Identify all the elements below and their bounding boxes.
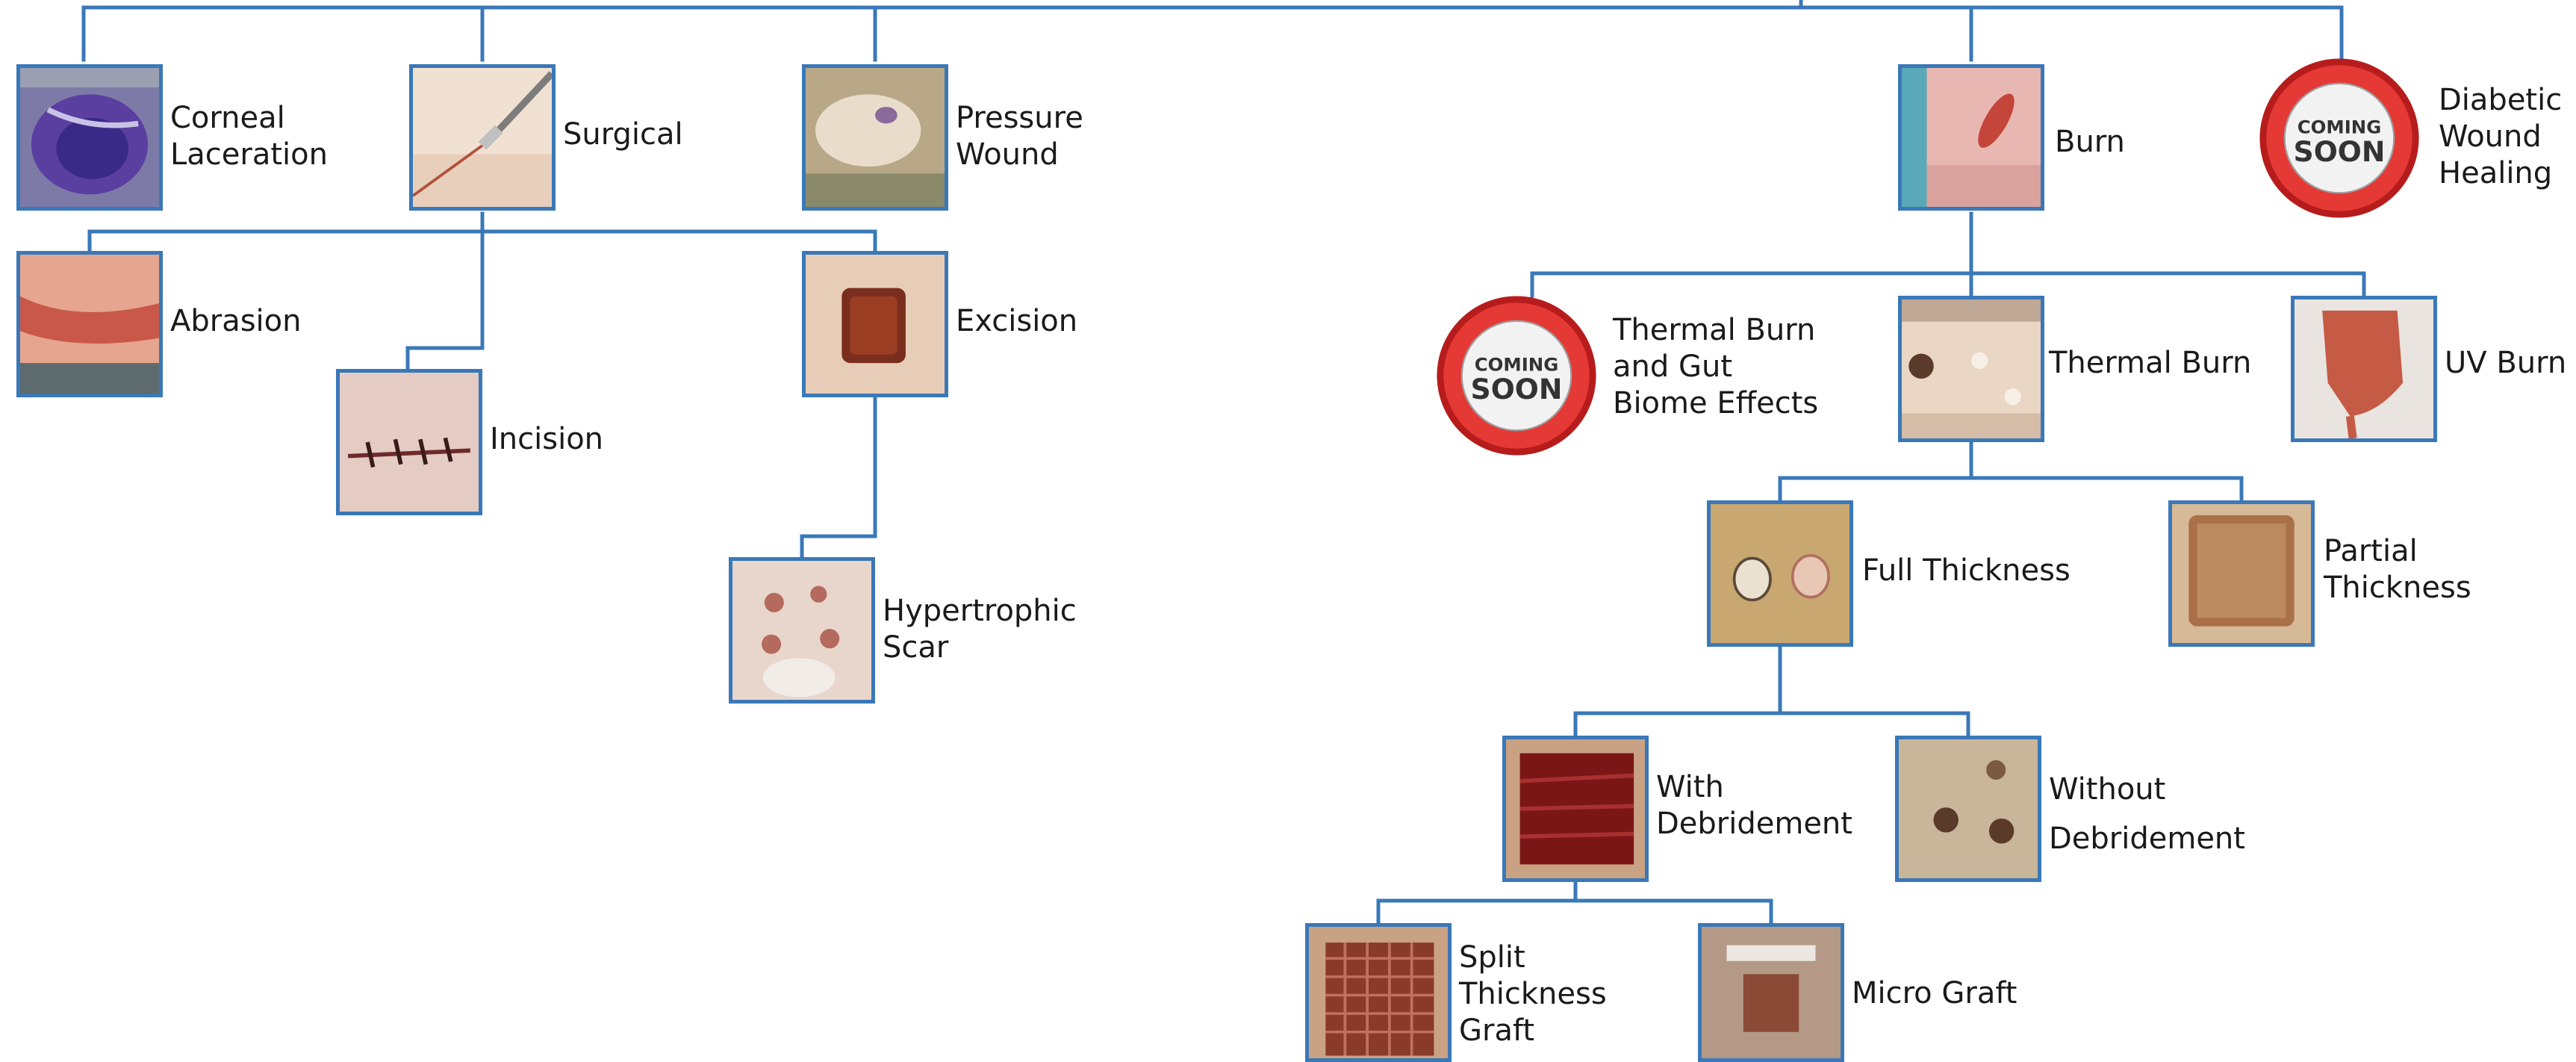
thermal-gut-badge-soon: SOON xyxy=(1471,373,1563,406)
uv-burn-image xyxy=(2291,296,2437,442)
diabetic-line3: Healing xyxy=(2439,155,2562,192)
full-line1: Full Thickness xyxy=(1862,553,2071,589)
burn-label: Burn xyxy=(2055,124,2125,161)
incision-line1: Incision xyxy=(490,421,603,458)
abrasion-image xyxy=(16,251,163,397)
thermal-line1: Thermal Burn xyxy=(2049,345,2251,382)
excision-line1: Excision xyxy=(956,303,1077,340)
thermal-burn-label: Thermal Burn xyxy=(2049,345,2251,382)
burn-line1: Burn xyxy=(2055,124,2125,161)
burn-image xyxy=(1898,64,2044,211)
split-thickness-graft-image xyxy=(1305,923,1452,1062)
thermal-gut-label: Thermal Burn and Gut Biome Effects xyxy=(1613,312,1818,422)
with-debridement-label: With Debridement xyxy=(1656,769,1852,842)
full-thickness-label: Full Thickness xyxy=(1862,553,2071,589)
uv-burn-label: UV Burn xyxy=(2445,345,2566,382)
hypertrophic-line2: Scar xyxy=(883,630,1077,666)
corneal-line1: Corneal xyxy=(170,100,328,137)
full-thickness-image xyxy=(1707,500,1853,647)
thermal-gut-line2: and Gut xyxy=(1613,349,1818,385)
split-line2: Thickness xyxy=(1459,976,1607,1013)
split-line3: Graft xyxy=(1459,1013,1607,1049)
diabetic-line2: Wound xyxy=(2439,119,2562,155)
hypertrophic-line1: Hypertrophic xyxy=(883,593,1077,630)
thermal-burn-image xyxy=(1898,296,2044,442)
surgical-line1: Surgical xyxy=(563,117,683,153)
without-deb-line1: Without xyxy=(2049,765,2245,814)
diabetic-badge-soon: SOON xyxy=(2294,135,2386,168)
thermal-gut-badge-coming: COMING xyxy=(1475,353,1559,375)
partial-thickness-image xyxy=(2168,500,2315,647)
corneal-line2: Laceration xyxy=(170,137,328,173)
thermal-gut-coming-soon-badge: COMING SOON xyxy=(1434,293,1599,459)
excision-label: Excision xyxy=(956,303,1077,340)
split-line1: Split xyxy=(1459,940,1607,976)
diabetic-label: Diabetic Wound Healing xyxy=(2439,82,2562,192)
micro-graft-label: Micro Graft xyxy=(1852,975,2017,1012)
surgical-image xyxy=(409,64,556,211)
partial-line2: Thickness xyxy=(2324,570,2471,606)
micro-line1: Micro Graft xyxy=(1852,975,2017,1012)
corneal-laceration-label: Corneal Laceration xyxy=(170,100,328,173)
thermal-gut-line3: Biome Effects xyxy=(1613,385,1818,422)
hypertrophic-scar-image xyxy=(729,557,875,704)
diabetic-line1: Diabetic xyxy=(2439,82,2562,119)
partial-line1: Partial xyxy=(2324,533,2471,570)
with-deb-line2: Debridement xyxy=(1656,806,1852,842)
split-thickness-graft-label: Split Thickness Graft xyxy=(1459,940,1607,1049)
corneal-laceration-image xyxy=(16,64,163,211)
thermal-gut-line1: Thermal Burn xyxy=(1613,312,1818,349)
incision-label: Incision xyxy=(490,421,603,458)
pressure-line1: Pressure xyxy=(956,100,1083,137)
without-debridement-label: Without Debridement xyxy=(2049,765,2245,863)
surgical-label: Surgical xyxy=(563,117,683,153)
diabetic-badge-coming: COMING xyxy=(2297,116,2382,137)
micro-graft-image xyxy=(1698,923,1844,1062)
with-deb-line1: With xyxy=(1656,769,1852,806)
with-debridement-image xyxy=(1502,736,1649,882)
diabetic-coming-soon-badge: COMING SOON xyxy=(2256,55,2422,221)
hypertrophic-scar-label: Hypertrophic Scar xyxy=(883,593,1077,666)
partial-thickness-label: Partial Thickness xyxy=(2324,533,2471,606)
excision-image xyxy=(802,251,948,397)
pressure-wound-image xyxy=(802,64,948,211)
abrasion-label: Abrasion xyxy=(170,303,302,340)
without-deb-line2: Debridement xyxy=(2049,814,2245,863)
pressure-wound-label: Pressure Wound xyxy=(956,100,1083,173)
abrasion-line1: Abrasion xyxy=(170,303,302,340)
pressure-line2: Wound xyxy=(956,137,1083,173)
uv-line1: UV Burn xyxy=(2445,345,2566,382)
without-debridement-image xyxy=(1895,736,2041,882)
incision-image xyxy=(336,369,482,515)
